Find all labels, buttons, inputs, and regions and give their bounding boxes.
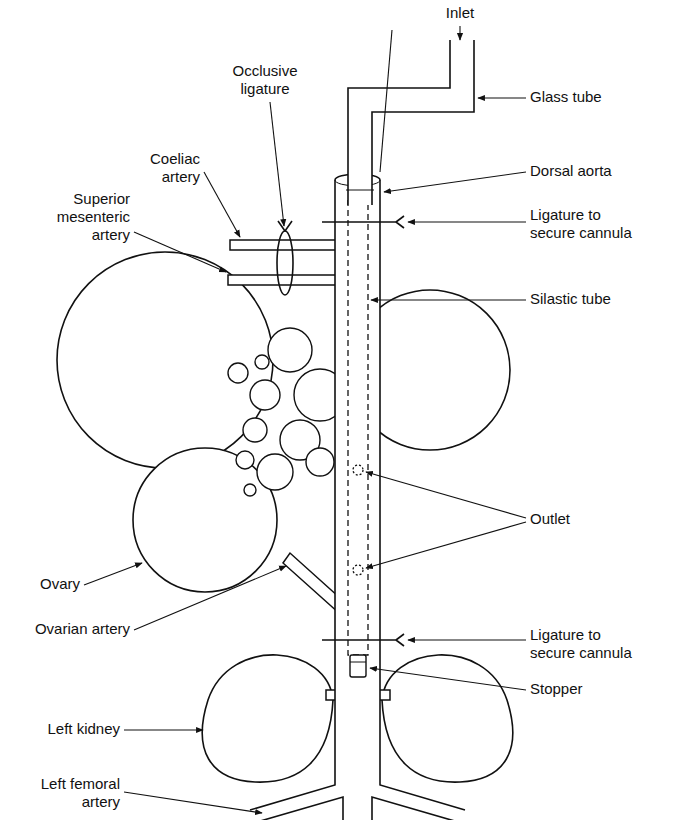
part-label: Ovarian artery xyxy=(10,620,130,638)
ovary-lobe xyxy=(133,448,277,592)
part-label: Stopper xyxy=(530,680,660,698)
leader-lines xyxy=(84,26,526,813)
ovarian-artery xyxy=(283,553,340,614)
part-label: Inlet xyxy=(430,4,490,22)
ligature-thread xyxy=(380,30,392,172)
stopper xyxy=(350,655,366,677)
leader-line xyxy=(366,472,526,518)
leader-line xyxy=(84,563,142,585)
leader-line xyxy=(124,792,262,813)
cannula-ligature xyxy=(322,216,404,228)
leader-line xyxy=(408,221,526,222)
leader-line xyxy=(384,172,526,192)
part-label: Superior mesenteric artery xyxy=(20,190,130,244)
part-label: Left femoral artery xyxy=(10,775,120,811)
cannula-ligature xyxy=(322,634,404,646)
part-label: Ovary xyxy=(20,575,80,593)
outlet-hole xyxy=(353,465,363,475)
right-kidney xyxy=(382,655,513,782)
leader-line xyxy=(134,232,226,272)
follicles xyxy=(228,328,346,496)
part-label: Coeliac artery xyxy=(110,150,200,186)
superior-mesenteric-artery xyxy=(228,275,340,285)
silastic-tube xyxy=(348,200,368,655)
part-label: Glass tube xyxy=(530,88,660,106)
part-label: Silastic tube xyxy=(530,290,660,308)
glass-tube xyxy=(346,40,474,205)
part-label: Occlusive ligature xyxy=(215,62,315,98)
part-label: Ligature to secure cannula xyxy=(530,206,645,242)
leader-line xyxy=(270,102,284,226)
ovary-outline xyxy=(57,252,510,592)
ligatures xyxy=(277,30,404,646)
inlet-arrow xyxy=(459,26,460,40)
coeliac-artery xyxy=(230,240,340,250)
leader-line xyxy=(366,522,526,568)
leader-line xyxy=(134,566,286,630)
left-kidney xyxy=(202,655,333,782)
part-label: Dorsal aorta xyxy=(530,162,660,180)
leader-line xyxy=(124,729,203,730)
leader-line xyxy=(408,639,526,640)
outlet-hole xyxy=(353,565,363,575)
leader-line xyxy=(204,172,240,237)
dorsal-aorta xyxy=(250,174,465,820)
leader-line xyxy=(370,668,526,690)
part-label: Ligature to secure cannula xyxy=(530,626,645,662)
part-label: Outlet xyxy=(530,510,660,528)
occlusive-ligature xyxy=(277,231,293,295)
ligature-knot xyxy=(278,221,292,231)
leader-line xyxy=(478,97,526,98)
part-label: Left kidney xyxy=(10,720,120,738)
leader-line xyxy=(371,299,526,300)
